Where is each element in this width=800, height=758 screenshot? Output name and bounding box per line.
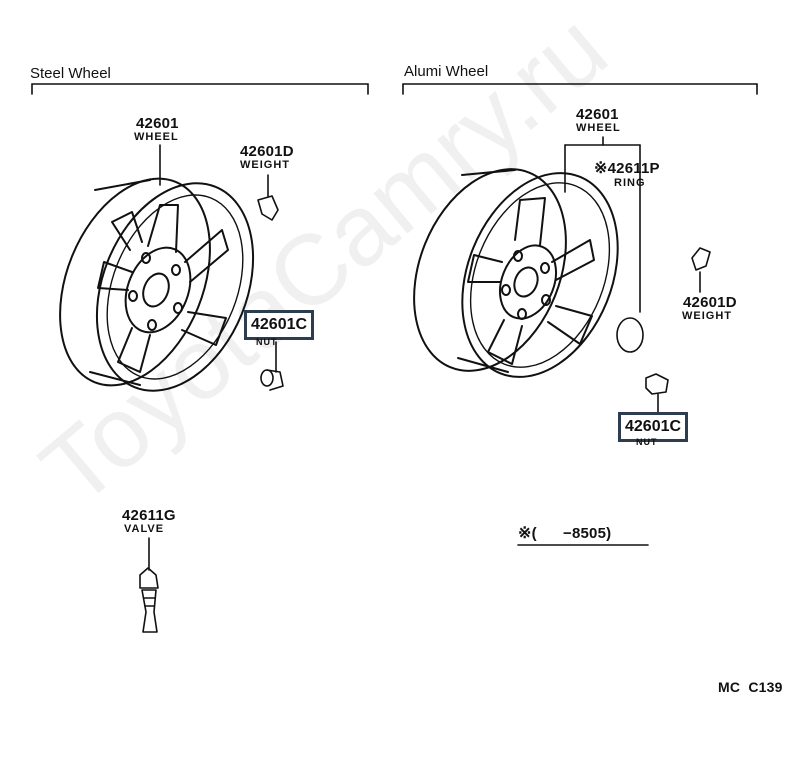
steel-weight-part-name: WEIGHT: [240, 159, 290, 171]
alumi-weight-part-name: WEIGHT: [682, 310, 732, 322]
steel-wheel-part-name: WHEEL: [134, 131, 179, 143]
alumi-weight-drawing: [691, 247, 711, 293]
valve-part-number[interactable]: 42611G: [122, 507, 176, 524]
alumi-section-bracket: [402, 83, 758, 95]
alumi-nut-drawing: [645, 373, 669, 415]
asterisk-mark: ※: [594, 160, 608, 177]
alumi-wheel-drawing: [413, 168, 619, 378]
section-title-steel: Steel Wheel: [30, 65, 111, 82]
footnote: ※( −8505): [518, 526, 611, 542]
steel-nut-part-name: NUT: [256, 337, 278, 347]
steel-nut-part-number[interactable]: 42601C: [244, 310, 315, 340]
alumi-wheel-part-number[interactable]: 42601: [576, 106, 619, 123]
steel-wheel-part-number[interactable]: 42601: [136, 115, 179, 132]
footnote-mark: ※: [518, 525, 532, 542]
alumi-wheel-leader: [564, 136, 641, 313]
alumi-weight-part-number[interactable]: 42601D: [683, 294, 737, 311]
steel-section-bracket: [31, 83, 369, 95]
valve-part-name: VALVE: [124, 523, 165, 535]
steel-wheel-drawing: [59, 177, 255, 392]
steel-nut-drawing: [260, 341, 284, 391]
steel-weight-part-number[interactable]: 42601D: [240, 143, 294, 160]
alumi-nut-part-number[interactable]: 42601C: [618, 412, 689, 442]
alumi-ring-part-number[interactable]: ※42611P: [594, 160, 660, 177]
diagram-code: MC C139: [718, 679, 783, 695]
alumi-ring-drawing: [616, 317, 644, 353]
steel-weight-drawing: [257, 174, 279, 221]
valve-drawing: [139, 537, 159, 633]
alumi-ring-part-name: RING: [614, 177, 646, 189]
footnote-text: ( −8505): [531, 525, 612, 542]
alumi-wheel-part-name: WHEEL: [576, 122, 621, 134]
alumi-nut-part-name: NUT: [636, 437, 658, 447]
section-title-alumi: Alumi Wheel: [404, 63, 489, 80]
